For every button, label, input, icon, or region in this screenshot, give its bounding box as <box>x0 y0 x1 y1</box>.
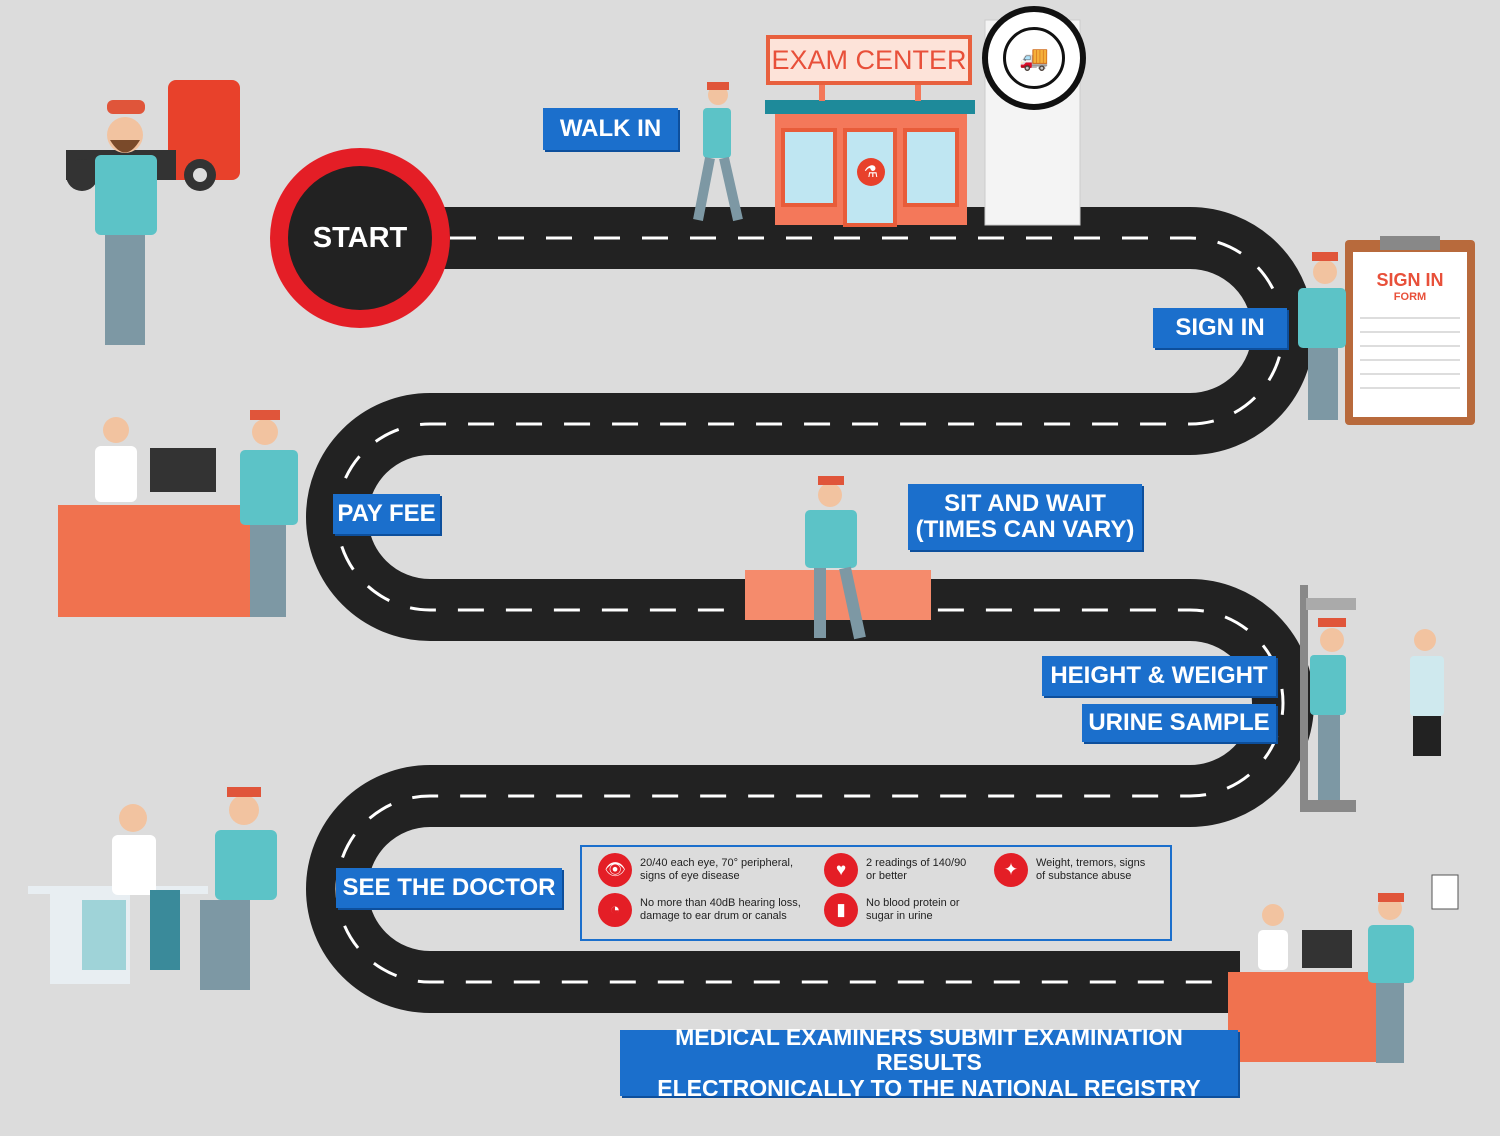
requirement-vision: 👁 20/40 each eye, 70° peripheral,signs of… <box>598 853 793 887</box>
measuring-figures <box>1310 618 1444 800</box>
sign-in-form: SIGN IN FORM <box>1353 270 1467 303</box>
paying-figure <box>95 410 298 617</box>
req-text: or better <box>866 870 907 882</box>
req-text: of substance abuse <box>1036 870 1132 882</box>
req-text: No more than 40dB hearing loss, <box>640 896 801 909</box>
sit-wait-line2: (TIMES CAN VARY) <box>915 516 1135 543</box>
req-text: No blood protein or <box>866 896 960 909</box>
start-marker: START <box>270 148 450 328</box>
step-sit-and-wait: SIT AND WAIT(TIMES CAN VARY) <box>908 484 1142 550</box>
body-exam-icon: ✦ <box>994 853 1028 887</box>
req-text: signs of eye disease <box>640 870 740 882</box>
bench <box>745 570 931 620</box>
signing-figure <box>1298 252 1346 420</box>
step-sign-in: SIGN IN <box>1153 308 1287 348</box>
trucker-figure <box>95 100 157 345</box>
step-urine-sample: URINE SAMPLE <box>1082 704 1276 742</box>
form-title: SIGN IN <box>1376 270 1444 290</box>
eye-icon: 👁 <box>598 853 632 887</box>
urine-test-icon: ▮ <box>824 893 858 927</box>
form-subtitle: FORM <box>1393 291 1427 303</box>
requirement-hearing: ◔ No more than 40dB hearing loss,damage t… <box>598 893 801 927</box>
exam-requirements-box: 👁 20/40 each eye, 70° peripheral,signs of… <box>580 845 1172 941</box>
step-height-weight: HEIGHT & WEIGHT <box>1042 656 1276 696</box>
req-text: 20/40 each eye, 70° peripheral, <box>640 856 794 869</box>
submit-line2: ELECTRONICALLY TO THE NATIONAL REGISTRY <box>657 1074 1201 1101</box>
deaf-truckers-united-logo: 🚚 <box>982 6 1086 110</box>
sit-wait-line1: SIT AND WAIT <box>944 489 1106 517</box>
exam-center-sign: EXAM CENTER <box>766 35 972 85</box>
req-text: damage to ear drum or canals <box>640 910 787 922</box>
req-text: Weight, tremors, signs <box>1036 856 1146 869</box>
submit-line1: MEDICAL EXAMINERS SUBMIT EXAMINATION RES… <box>675 1024 1183 1076</box>
doctor-figures <box>112 787 277 990</box>
lab-flask-icon: ⚗ <box>857 158 885 186</box>
waiting-figure <box>805 476 866 640</box>
step-walk-in: WALK IN <box>543 108 678 150</box>
ear-icon: ◔ <box>598 893 632 927</box>
req-text: 2 readings of 140/90 <box>866 856 967 869</box>
start-label: START <box>288 166 432 310</box>
req-text: sugar in urine <box>866 910 933 922</box>
truck-icon: 🚚 <box>1003 27 1065 89</box>
step-see-doctor: SEE THE DOCTOR <box>336 868 562 908</box>
walking-figure <box>693 82 743 222</box>
step-submit-results: MEDICAL EXAMINERS SUBMIT EXAMINATION RES… <box>620 1025 1238 1100</box>
heart-icon: ♥ <box>824 853 858 887</box>
step-pay-fee: PAY FEE <box>333 494 440 534</box>
final-figures <box>1258 874 1459 1063</box>
